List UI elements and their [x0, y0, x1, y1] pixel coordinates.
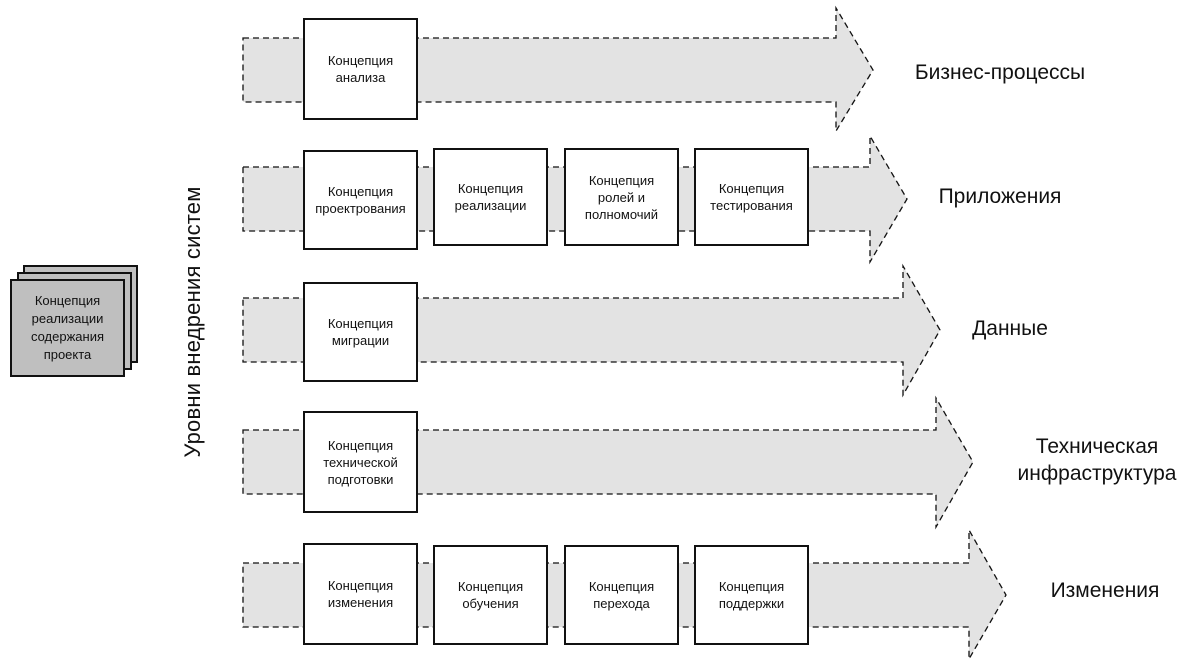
concept-box-tech-preparation: Концепция технической подготовки: [303, 411, 418, 513]
lane-label-applications: Приложения: [938, 184, 1062, 208]
lane-label-data: Данные: [972, 316, 1048, 340]
concept-box-roles: Концепция ролей и полномочий: [564, 148, 679, 246]
lane-label-business-processes: Бизнес-процессы: [914, 60, 1086, 84]
concept-box-testing: Концепция тестирования: [694, 148, 809, 246]
project-concept-card: Концепция реализации содержания проекта: [10, 279, 125, 377]
levels-axis-text: Уровни внедрения систем: [180, 186, 205, 458]
concept-box-analysis: Концепция анализа: [303, 18, 418, 120]
concept-box-design: Концепция проектрования: [303, 150, 418, 250]
concept-box-implementation: Концепция реализации: [433, 148, 548, 246]
concept-box-support: Концепция поддержки: [694, 545, 809, 645]
concept-box-transition: Концепция перехода: [564, 545, 679, 645]
concept-box-change: Концепция изменения: [303, 543, 418, 645]
lane-label-tech-infrastructure: Техническая инфраструктура: [1017, 435, 1177, 485]
concept-box-migration: Концепция миграции: [303, 282, 418, 382]
lane-label-changes: Изменения: [1050, 578, 1160, 602]
concept-box-training: Концепция обучения: [433, 545, 548, 645]
